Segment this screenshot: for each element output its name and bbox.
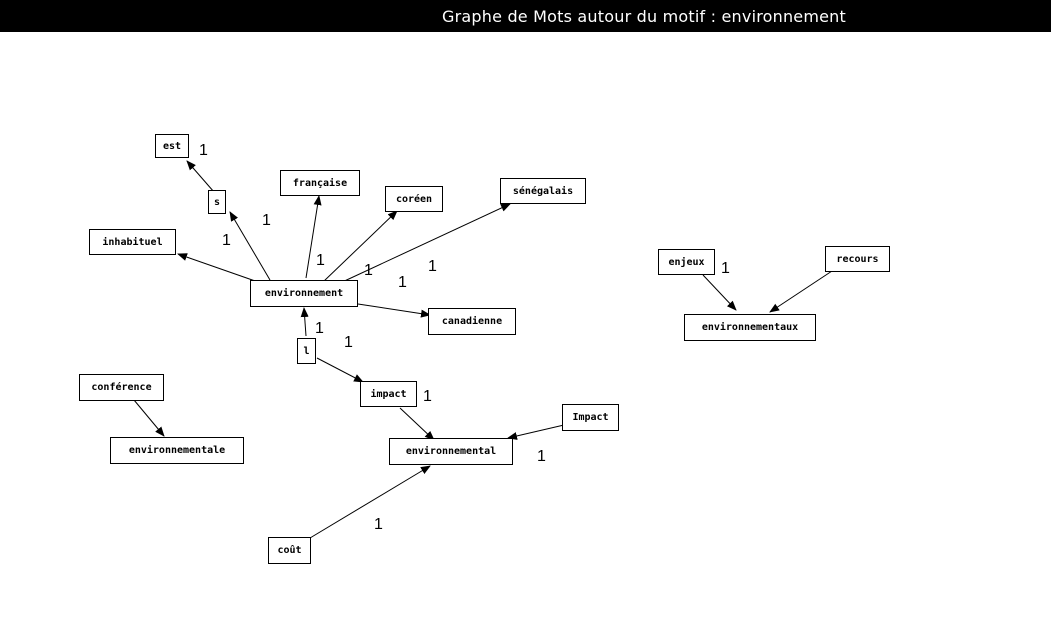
- node-conference[interactable]: conférence: [79, 374, 164, 401]
- edge-enjeux-environnementaux: [702, 274, 737, 311]
- node-label: coréen: [395, 193, 433, 205]
- node-enjeux[interactable]: enjeux: [658, 249, 715, 275]
- edge-l-environnement: [300, 307, 309, 337]
- node-impact[interactable]: impact: [360, 381, 417, 407]
- node-environnementale[interactable]: environnementale: [110, 437, 244, 464]
- node-coreen[interactable]: coréen: [385, 186, 443, 212]
- node-Impact[interactable]: Impact: [562, 404, 619, 431]
- node-senegalais[interactable]: sénégalais: [500, 178, 586, 204]
- node-label: inhabituel: [102, 236, 163, 248]
- node-label: conférence: [91, 382, 152, 393]
- edge-weight: 1: [374, 516, 383, 533]
- edge-weight: 1: [344, 334, 353, 351]
- edge-weight: 1: [316, 252, 325, 269]
- edge-weight: 1: [262, 212, 271, 229]
- node-label: l: [303, 345, 310, 357]
- node-environnement[interactable]: environnement: [250, 280, 358, 307]
- edge-weight: 1: [222, 232, 231, 249]
- node-label: recours: [836, 253, 879, 265]
- node-label: environnemental: [405, 446, 497, 457]
- node-recours[interactable]: recours: [825, 246, 890, 272]
- edge-weight: 1: [721, 260, 730, 277]
- edge-environnement-francaise: [305, 195, 322, 279]
- node-label: coût: [277, 545, 302, 556]
- node-label: s: [213, 196, 221, 208]
- edge-weight: 1: [199, 142, 208, 159]
- node-s[interactable]: s: [208, 190, 226, 214]
- node-label: canadienne: [441, 316, 503, 327]
- edge-environnement-canadienne: [357, 303, 431, 318]
- node-inhabituel[interactable]: inhabituel: [89, 229, 176, 255]
- edge-recours-environnementaux: [769, 270, 833, 313]
- edge-l-impact: [316, 357, 364, 383]
- window-title: Graphe de Mots autour du motif : environ…: [442, 6, 846, 26]
- edge-weight: 1: [428, 258, 437, 275]
- node-label: sénégalais: [512, 185, 574, 197]
- node-label: est: [162, 140, 182, 152]
- edge-s-est: [186, 160, 215, 193]
- node-canadienne[interactable]: canadienne: [428, 308, 516, 335]
- node-l[interactable]: l: [297, 338, 316, 364]
- node-environnementaux[interactable]: environnementaux: [684, 314, 816, 341]
- node-label: environnement: [264, 288, 344, 299]
- node-label: environnementale: [128, 445, 226, 456]
- window-titlebar: Graphe de Mots autour du motif : environ…: [0, 0, 1051, 32]
- edge-environnement-s: [229, 211, 271, 281]
- edge-weight: 1: [364, 262, 373, 279]
- node-label: Impact: [572, 412, 609, 423]
- edge-weight: 1: [423, 388, 432, 405]
- edge-weight: 1: [315, 320, 324, 337]
- node-est[interactable]: est: [155, 134, 189, 158]
- edge-weight: 1: [537, 448, 546, 465]
- edge-conference-environnementale: [133, 399, 165, 437]
- node-label: impact: [370, 388, 407, 400]
- edge-weight: 1: [398, 274, 407, 291]
- node-label: enjeux: [668, 256, 705, 268]
- node-label: environnementaux: [701, 322, 799, 333]
- edge-cout-environnemental: [309, 465, 431, 539]
- graph-canvas: est s française coréen sénégalais inhabi…: [0, 32, 1051, 632]
- edge-Impact-environnemental: [507, 424, 565, 440]
- edge-environnement-coreen: [322, 210, 398, 283]
- node-environnemental[interactable]: environnemental: [389, 438, 513, 465]
- node-label: française: [292, 177, 348, 189]
- edge-impact-environnemental: [399, 407, 435, 441]
- node-cout[interactable]: coût: [268, 537, 311, 564]
- edge-environnement-senegalais: [337, 203, 511, 285]
- edge-environnement-inhabituel: [177, 253, 259, 283]
- node-francaise[interactable]: française: [280, 170, 360, 196]
- graph-edges-layer: [133, 160, 833, 539]
